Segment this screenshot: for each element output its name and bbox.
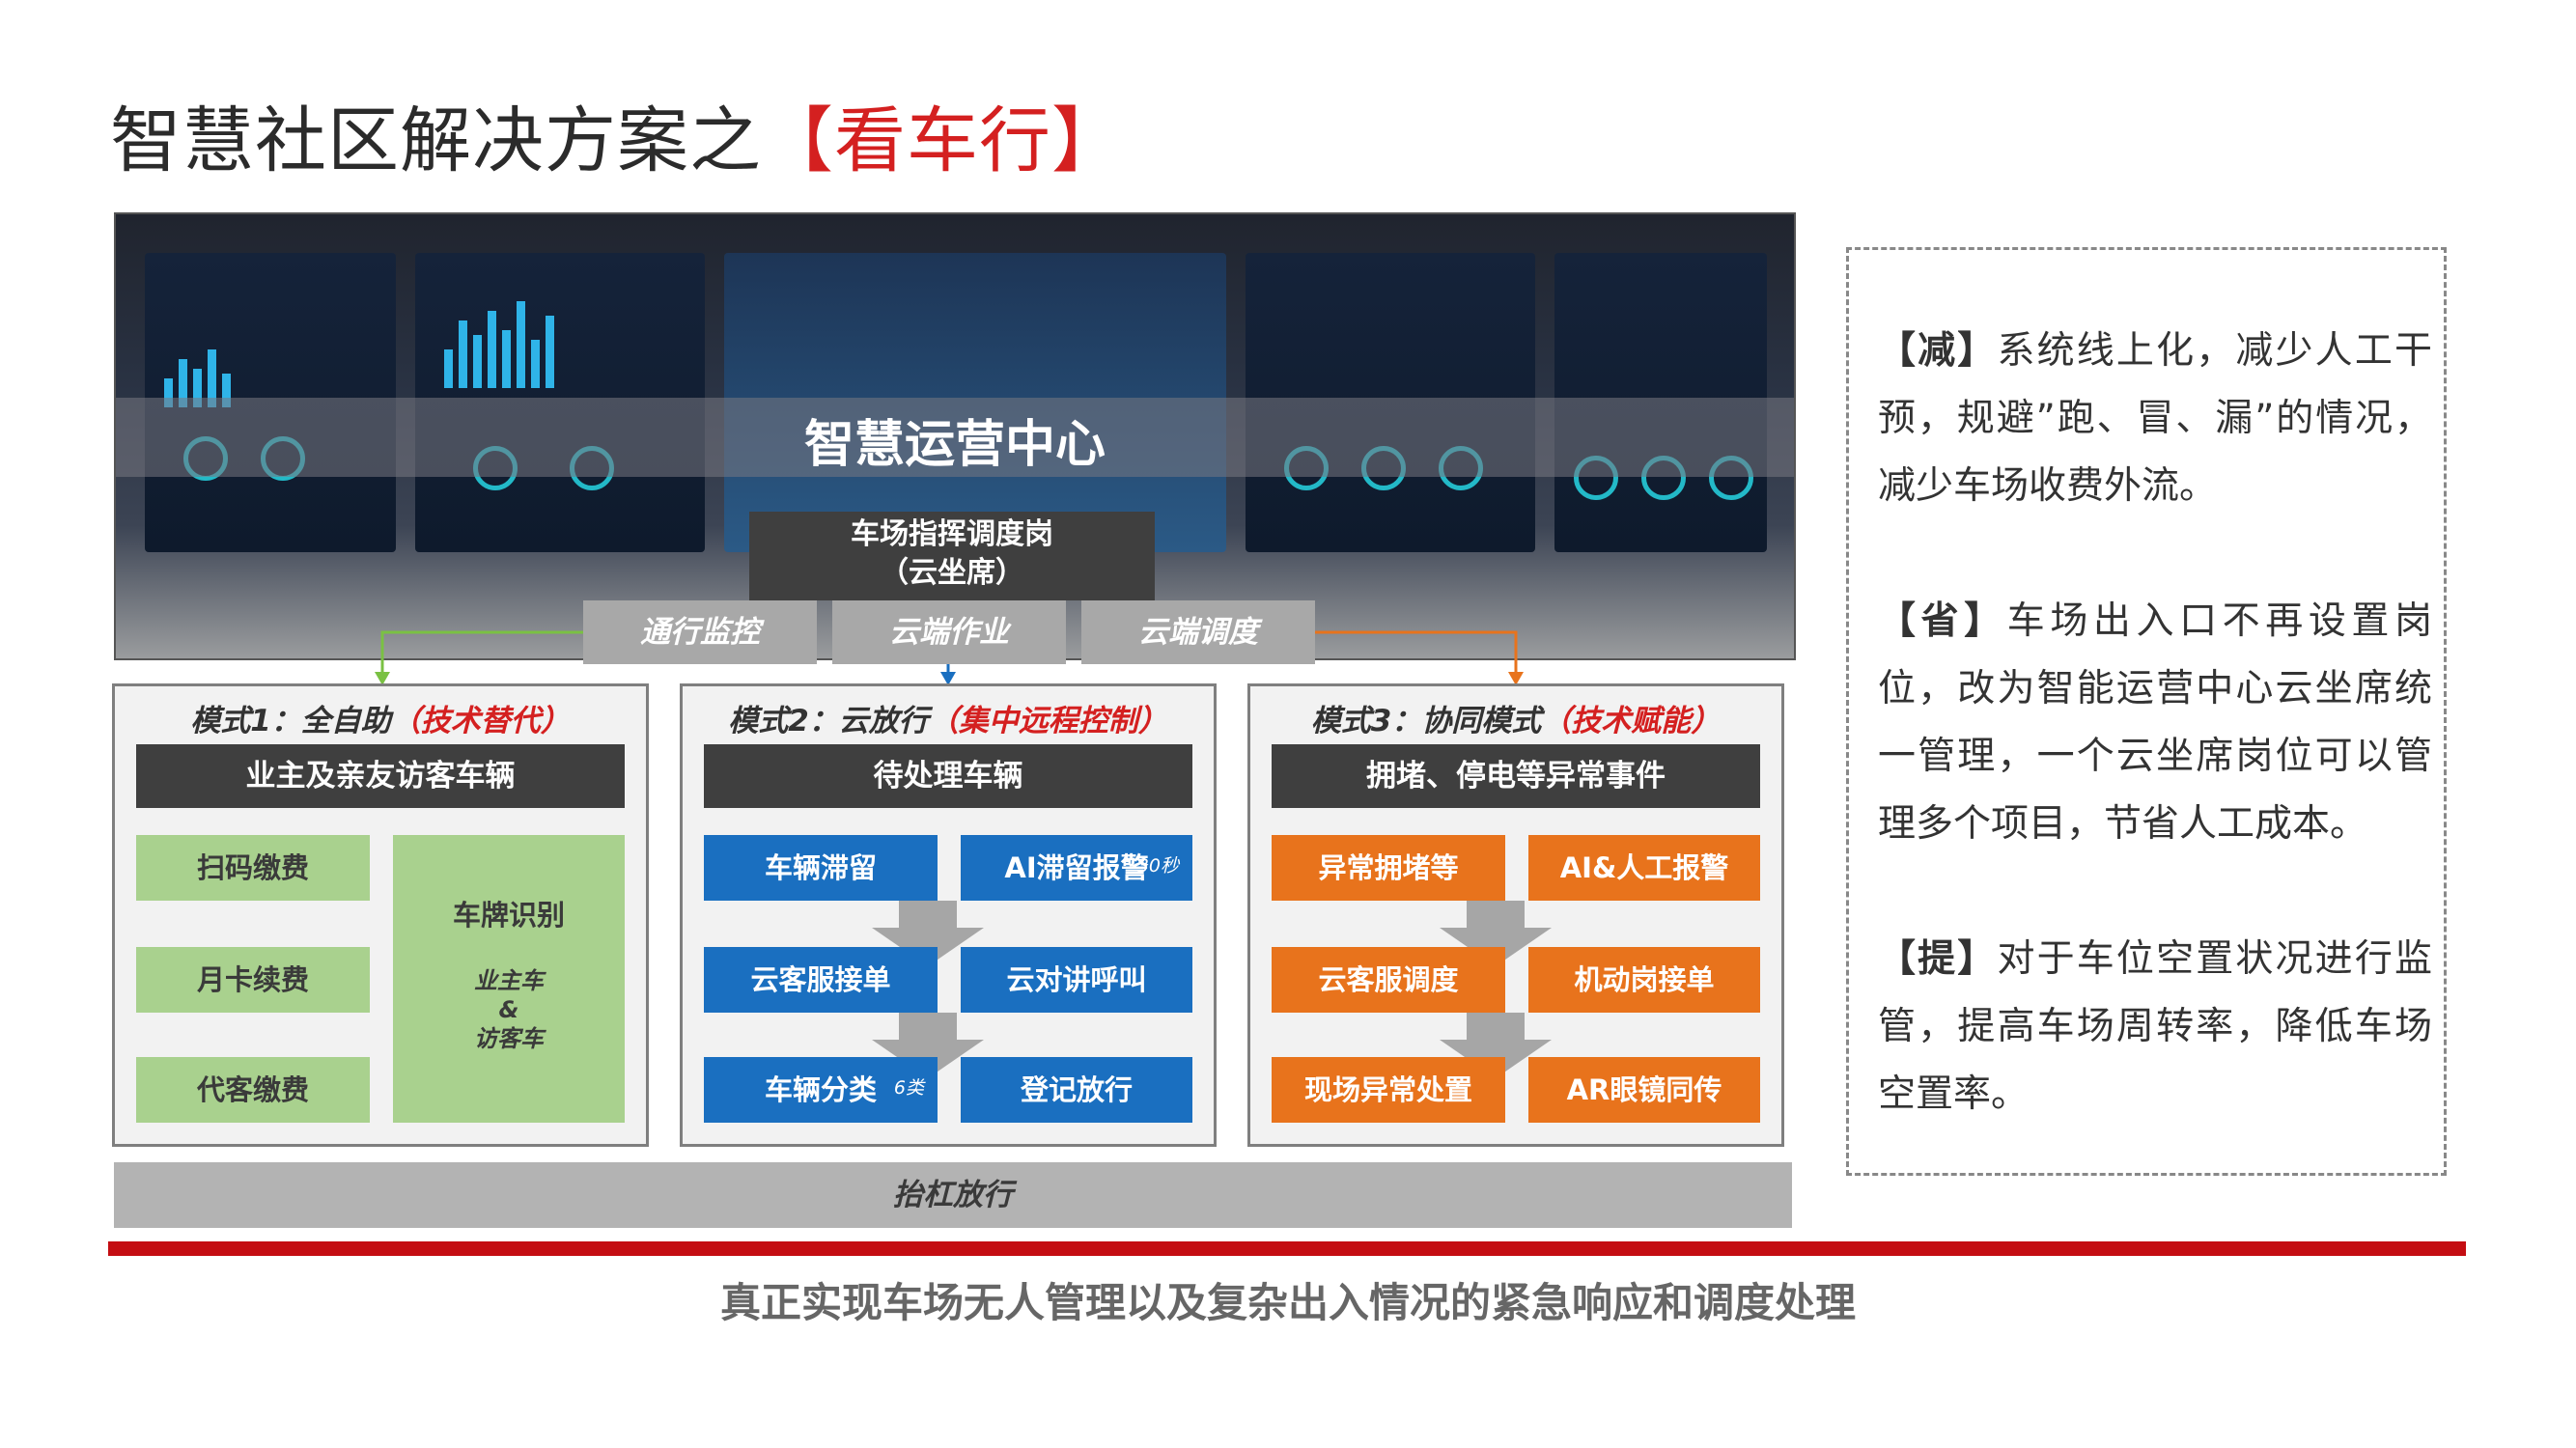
mode-2-title: 模式2：云放行（集中远程控制） <box>728 704 1168 738</box>
hero-label-band <box>116 398 1794 477</box>
benefit-reduce: 【减】系统线上化，减少人工干预，规避”跑、冒、漏”的情况，减少车场收费外流。 <box>1878 329 2432 508</box>
title-main: 智慧社区解决方案之 <box>110 99 762 182</box>
tab-cloud-dispatch: 云端调度 <box>1081 600 1315 664</box>
tile-register-release: 登记放行 <box>961 1057 1192 1123</box>
benefit-save: 【省】车场出入口不再设置岗位，改为智能运营中心云坐席统一管理，一个云坐席岗位可以… <box>1878 599 2432 846</box>
connector-orange <box>1315 630 1518 674</box>
tile-proxy-pay: 代客缴费 <box>136 1057 370 1123</box>
mode-connectors <box>375 630 1524 685</box>
tile-plate-recognition: 车牌识别 业主车&访客车 <box>393 835 625 1123</box>
mode-3-panel: 模式3：协同模式（技术赋能） 拥堵、停电等异常事件 异常拥堵等 AI&人工报警 … <box>1247 683 1784 1147</box>
mode-1-panel: 模式1：全自助（技术替代） 业主及亲友访客车辆 扫码缴费 月卡续费 代客缴费 车… <box>112 683 649 1147</box>
red-divider <box>108 1241 2466 1256</box>
arrowhead-blue <box>940 672 956 685</box>
mode-3-title: 模式3：协同模式（技术赋能） <box>1310 704 1722 738</box>
tab-traffic-monitor: 通行监控 <box>583 600 817 664</box>
mode-1-title: 模式1：全自助（技术替代） <box>190 704 571 738</box>
command-line1: 车场指挥调度岗 <box>851 517 1053 551</box>
page-title: 智慧社区解决方案之【看车行】 <box>110 83 1124 186</box>
tile-vehicle-stay: 车辆滞留 <box>704 835 938 901</box>
mode-3-header: 拥堵、停电等异常事件 <box>1272 744 1760 808</box>
arrowhead-green <box>375 672 390 685</box>
tile-mobile-post: 机动岗接单 <box>1528 947 1760 1013</box>
benefits-panel: 【减】系统线上化，减少人工干预，规避”跑、冒、漏”的情况，减少车场收费外流。 【… <box>1846 247 2447 1176</box>
tile-scan-pay: 扫码缴费 <box>136 835 370 901</box>
flow-arrow-3 <box>1467 901 1525 928</box>
mode-1-header: 业主及亲友访客车辆 <box>136 744 625 808</box>
connector-green <box>380 630 583 674</box>
plate-title: 车牌识别 <box>452 899 565 932</box>
plate-sub: 业主车&访客车 <box>474 967 544 1052</box>
tile-ar-glasses: AR眼镜同传 <box>1528 1057 1760 1123</box>
flow-arrow-2 <box>899 1013 957 1040</box>
benefit-improve: 【提】对于车位空置状况进行监管，提高车场周转率，降低车场空置率。 <box>1878 937 2432 1116</box>
flow-arrow-1 <box>899 901 957 928</box>
mode-2-header: 待处理车辆 <box>704 744 1192 808</box>
tile-cloud-service: 云客服接单 <box>704 947 938 1013</box>
arrowhead-orange <box>1508 672 1524 685</box>
hero-center-label: 智慧运营中心 <box>803 416 1106 474</box>
operations-center-photo: 智慧运营中心 <box>114 212 1796 660</box>
footer-slogan: 真正实现车场无人管理以及复杂出入情况的紧急响应和调度处理 <box>719 1279 1856 1326</box>
tile-abnormal-congestion: 异常拥堵等 <box>1272 835 1505 901</box>
gate-release-bar: 抬杠放行 <box>114 1162 1792 1228</box>
tile-monthly-renew: 月卡续费 <box>136 947 370 1013</box>
command-post-box: 车场指挥调度岗 （云坐席） <box>749 512 1155 600</box>
tile-ai-manual-alarm: AI&人工报警 <box>1528 835 1760 901</box>
flow-arrow-4 <box>1467 1013 1525 1040</box>
tile-onsite-handling: 现场异常处置 <box>1272 1057 1505 1123</box>
tile-cloud-intercom: 云对讲呼叫 <box>961 947 1192 1013</box>
title-highlight: 【看车行】 <box>762 99 1124 182</box>
tab-cloud-work: 云端作业 <box>832 600 1066 664</box>
tile-cloud-dispatch: 云客服调度 <box>1272 947 1505 1013</box>
command-line2: （云坐席） <box>880 556 1024 590</box>
